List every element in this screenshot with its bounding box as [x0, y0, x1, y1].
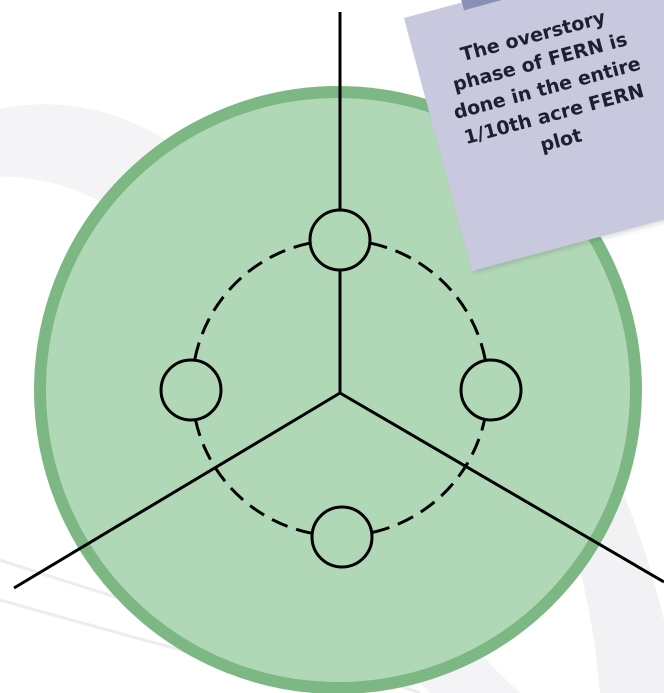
subplot-north [308, 208, 372, 272]
subplot-south [310, 505, 374, 569]
note-text: The overstory phase of FERN is done in t… [450, 6, 647, 157]
subplot-west [159, 358, 223, 422]
transect-line-southwest [13, 391, 341, 590]
subplot-east [459, 358, 523, 422]
transect-line-southeast [339, 391, 664, 584]
